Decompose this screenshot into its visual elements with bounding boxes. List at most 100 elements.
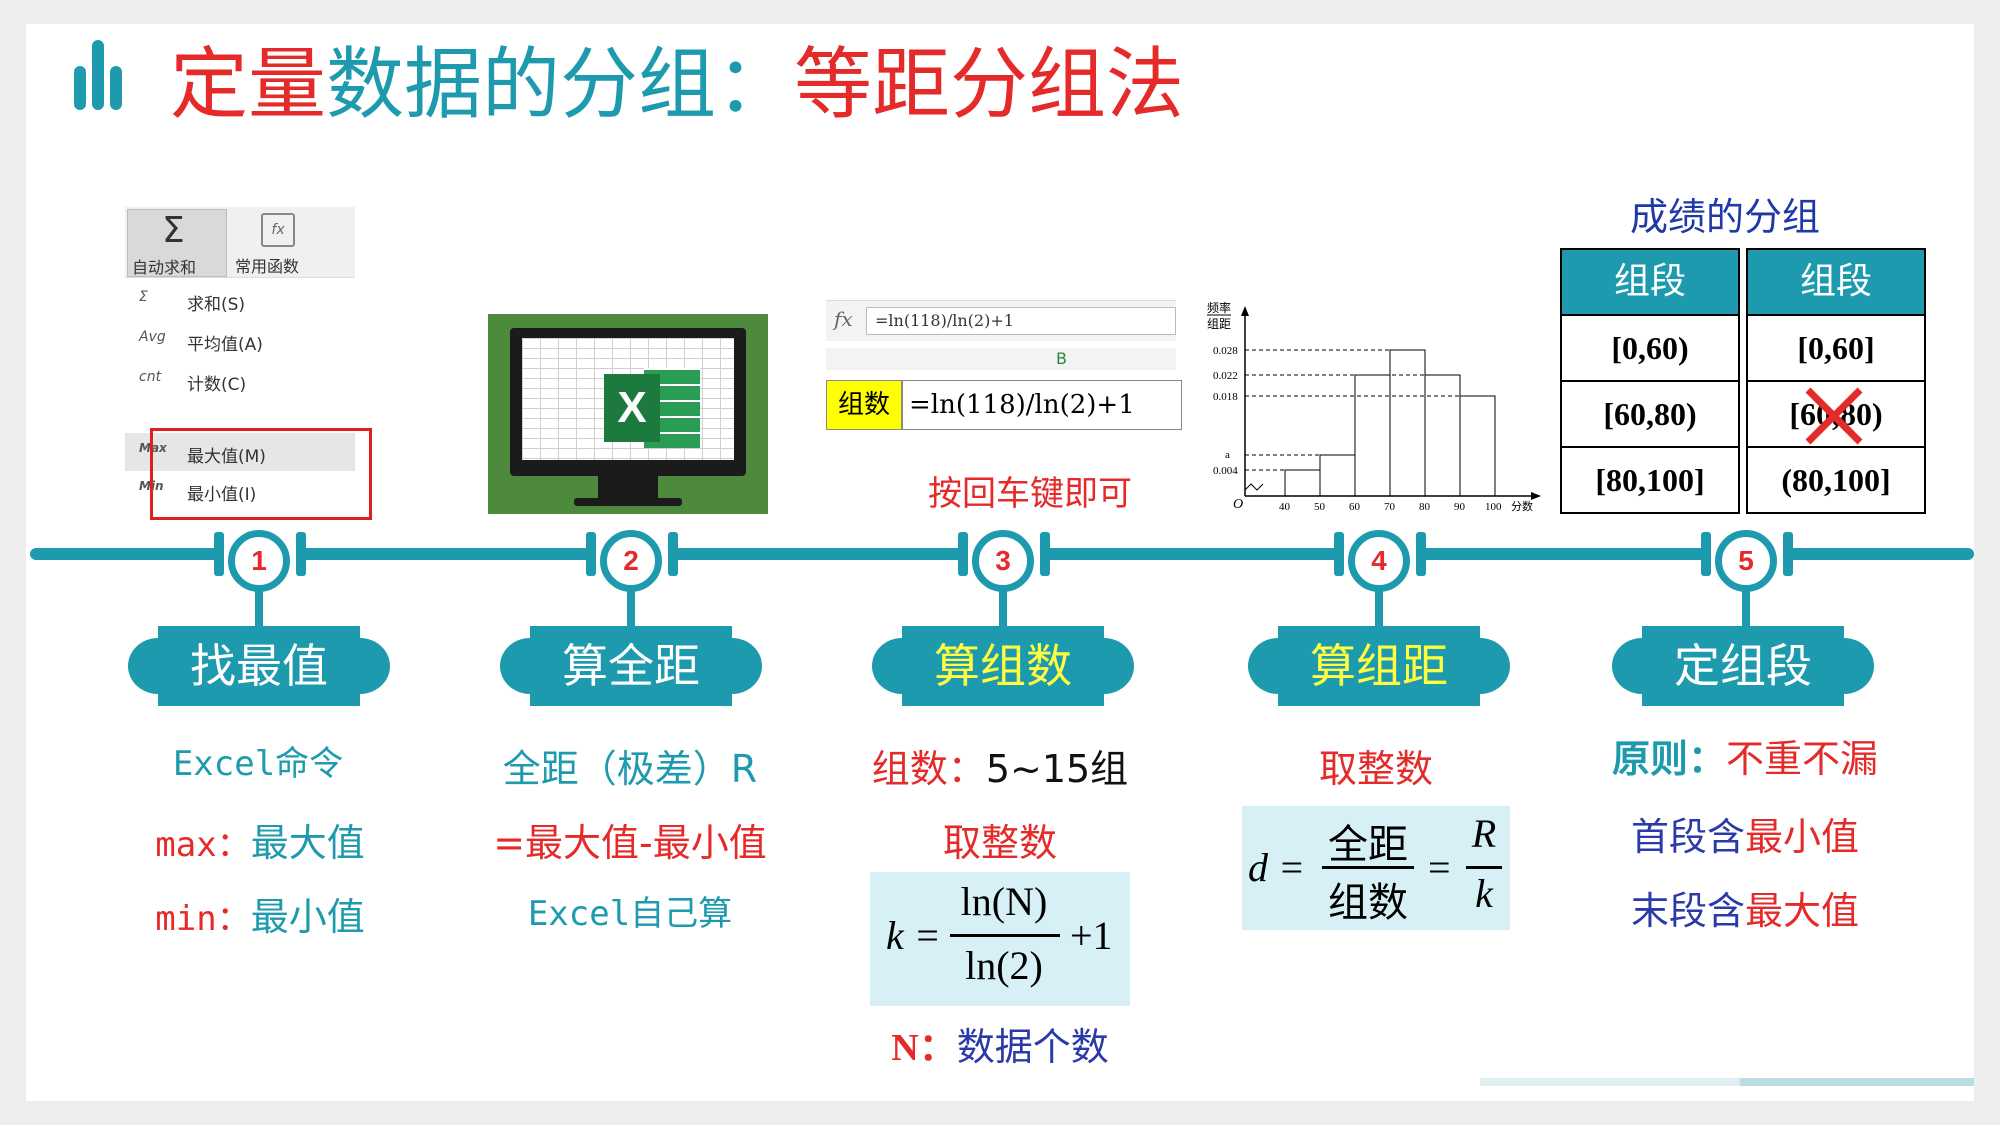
formula-denominator-2: k [1475, 871, 1493, 916]
group-count-key: 组数： [871, 747, 986, 791]
count-icon: cnt [139, 369, 162, 385]
n-value: 数据个数 [956, 1025, 1109, 1069]
histogram-bar [1319, 454, 1356, 497]
step4-line1: 取整数 [1318, 747, 1433, 791]
max-key: max： [155, 825, 251, 865]
bottom-accent-bar-dark [1740, 1078, 1974, 1086]
step-2-node: 2 [600, 530, 662, 592]
menu-item-count[interactable]: cnt 计数(C) [125, 361, 355, 399]
histogram-ylabel-bottom: 组距 [1207, 317, 1231, 331]
function-icon: fx [261, 213, 295, 247]
formula-numerator-2: R [1471, 811, 1497, 856]
step-5-node: 5 [1715, 530, 1777, 592]
histogram-ylabel-top: 频率 [1207, 300, 1231, 315]
page-title: 定量数据的分组：等距分组法 [170, 40, 1184, 130]
step-4-label: 算组距 [1248, 626, 1510, 706]
step1-line3: min：最小值 [140, 886, 380, 941]
step-5-label: 定组段 [1612, 626, 1874, 706]
step-label-text: 算组数 [934, 639, 1072, 693]
xtick: 60 [1349, 501, 1361, 513]
ytick: 0.018 [1213, 391, 1238, 403]
step-label-text: 定组段 [1674, 639, 1812, 693]
histogram-xlabel: 分数 [1511, 500, 1533, 513]
xtick: 100 [1485, 501, 1502, 513]
step5-line1: 原则：不重不漏 [1590, 728, 1900, 783]
column-label: B [1056, 349, 1067, 368]
sigma-icon: Σ [162, 210, 185, 251]
histogram-bar [1354, 374, 1391, 497]
step-1-node: 1 [228, 530, 290, 592]
table-header: 组段 [1748, 250, 1924, 316]
table-cell: (80,100] [1781, 462, 1891, 498]
step2-line1: 全距（极差）R [502, 747, 758, 791]
formula-equals: = [1428, 845, 1451, 890]
step1-line1: Excel命令 [172, 744, 344, 784]
bar-chart-logo-icon [70, 40, 130, 110]
formula-lhs: d = [1248, 845, 1305, 890]
step-1-label: 找最值 [128, 626, 390, 706]
step-2-label: 算全距 [500, 626, 762, 706]
step2-line3: Excel自己算 [527, 894, 733, 934]
bottom-accent-bar [1480, 1078, 1974, 1086]
step-label-text: 找最值 [190, 639, 328, 693]
common-functions-button[interactable]: fx 常用函数 [233, 209, 343, 276]
ytick: 0.022 [1213, 370, 1238, 382]
formula-k-box: k = ln(N) ln(2) +1 [870, 872, 1130, 1006]
histogram-bar [1389, 349, 1426, 497]
table-cell: [0,60] [1748, 316, 1924, 382]
xtick: 40 [1279, 501, 1291, 513]
title-part-1: 定量 [170, 40, 327, 130]
formula-lhs: k = [886, 913, 941, 958]
column-header: B [826, 348, 1176, 370]
step-3-node: 3 [972, 530, 1034, 592]
step1-line2: max：最大值 [140, 812, 380, 867]
first-group-min: 最小值 [1745, 815, 1860, 859]
autosum-button[interactable]: Σ 自动求和 [127, 209, 227, 277]
menu-item-label: 求和(S) [187, 295, 246, 315]
enter-note: 按回车键即可 [928, 474, 1132, 514]
formula-tail: +1 [1070, 913, 1113, 958]
menu-item-label: 平均值(A) [187, 335, 263, 355]
histogram-bar [1424, 374, 1461, 497]
title-part-3: 等距分组法 [794, 40, 1185, 130]
excel-monitor-image: X [488, 314, 768, 514]
table-cell: [0,60) [1562, 316, 1738, 382]
menu-item-sum[interactable]: Σ 求和(S) [125, 281, 355, 319]
formula-denominator: ln(2) [965, 943, 1043, 988]
last-group-max: 最大值 [1745, 889, 1860, 933]
menu-item-label: 最小值(I) [187, 485, 257, 505]
step3-line1: 组数：5~15组 [860, 738, 1140, 793]
n-key: N： [891, 1027, 957, 1069]
formula-denominator: 组数 [1328, 880, 1408, 926]
step-3-label: 算组数 [872, 626, 1134, 706]
step2-line2: =最大值-最小值 [493, 821, 767, 865]
step3-line2: 取整数 [942, 821, 1057, 865]
ytick: 0.028 [1213, 345, 1238, 357]
step-label-text: 算全距 [562, 639, 700, 693]
xtick: 70 [1384, 501, 1396, 513]
cross-mark-icon [1805, 387, 1863, 445]
xtick: 50 [1314, 501, 1326, 513]
formula-numerator: 全距 [1328, 822, 1408, 868]
menu-item-average[interactable]: Avg 平均值(A) [125, 321, 355, 359]
formula-input[interactable]: =ln(118)/ln(2)+1 [866, 307, 1176, 335]
menu-item-max[interactable]: Max 最大值(M) [125, 433, 355, 471]
highlight-box [150, 428, 372, 520]
cell-formula[interactable]: =ln(118)/ln(2)+1 [902, 380, 1182, 430]
histogram-origin: O [1233, 497, 1243, 512]
formula-d-box: d = 全距 组数 = R k [1242, 806, 1510, 930]
step3-note: N：数据个数 [870, 1016, 1130, 1071]
min-value: 最小值 [250, 895, 365, 939]
histogram-bar [1459, 395, 1496, 497]
table-cell-crossed: [60,80) [1748, 382, 1924, 448]
cell-label[interactable]: 组数 [826, 380, 902, 430]
grouping-table-wrong: 组段 [0,60] [60,80) (80,100] [1746, 248, 1926, 514]
average-icon: Avg [139, 329, 166, 345]
xtick: 90 [1454, 501, 1466, 513]
ytick: 0.004 [1213, 465, 1238, 477]
grouping-table-correct: 组段 [0,60) [60,80) [80,100] [1560, 248, 1740, 514]
histogram: 频率 组距 O 0.028 0.022 0.018 a 0.004 40 50 … [1205, 300, 1545, 515]
title-part-2: 数据的分组： [326, 40, 795, 130]
last-group-prefix: 末段含 [1630, 889, 1745, 933]
step5-line2: 首段含最小值 [1600, 806, 1890, 861]
